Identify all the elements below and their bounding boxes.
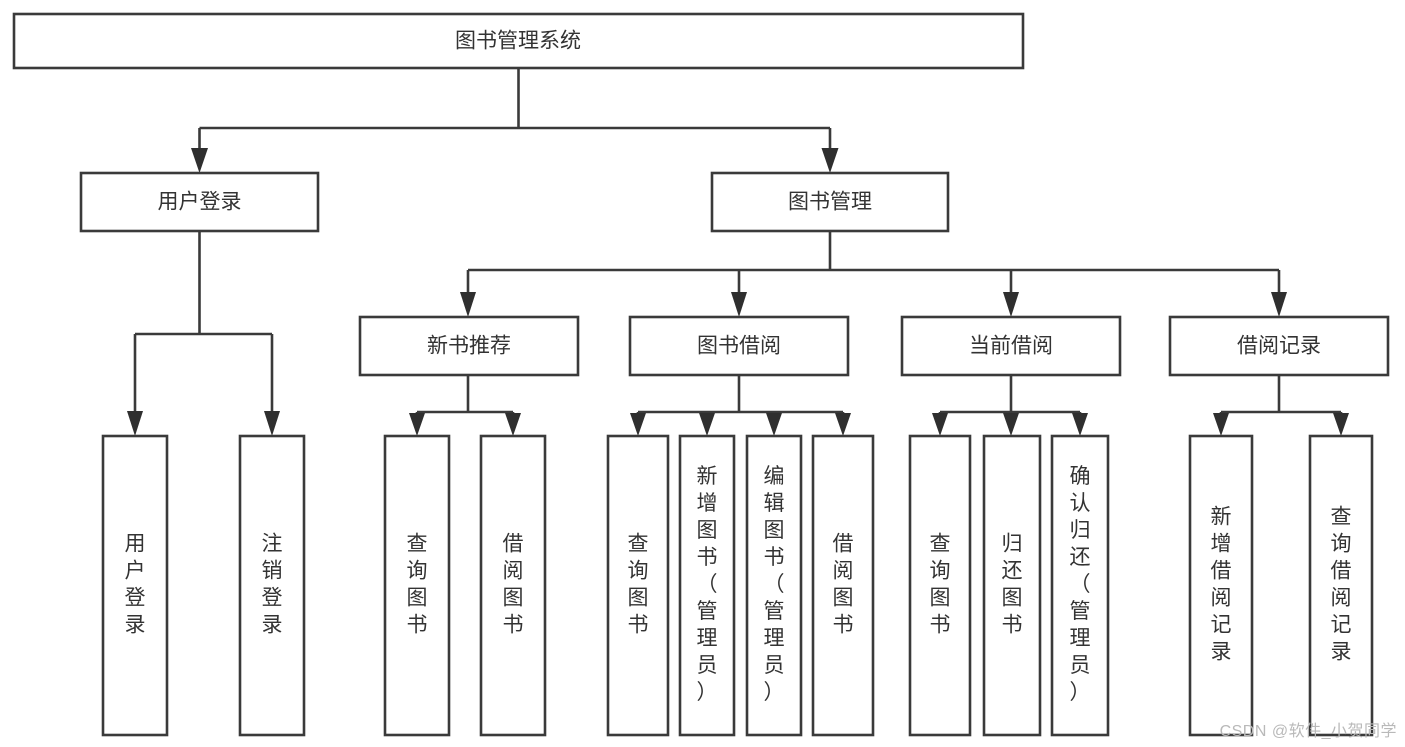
arrowhead-user-login [191, 148, 208, 173]
node-leaf-query-book-borrow[interactable]: 查询图书 [606, 434, 670, 737]
node-borrow-record-box[interactable] [1168, 315, 1390, 377]
node-leaf-query-book-newbook-label: 查询图书 [407, 532, 428, 636]
node-leaf-borrow-book-newbook[interactable]: 借阅图书 [479, 434, 547, 737]
arrowhead-leaf-edit-book [766, 413, 782, 436]
node-leaf-query-book-current-box[interactable] [908, 434, 972, 737]
node-leaf-confirm-return-admin-box[interactable] [1050, 434, 1110, 737]
node-current-borrow-box[interactable] [900, 315, 1122, 377]
arrowhead-leaf-query-book-1 [409, 413, 425, 436]
arrowhead-leaf-borrow-book-1 [505, 413, 521, 436]
node-leaf-logout-label: 注销登录 [262, 532, 283, 636]
node-leaf-user-login-label: 用户登录 [125, 532, 146, 636]
node-leaf-user-login-box[interactable] [101, 434, 169, 737]
node-leaf-query-borrow-record-box[interactable] [1308, 434, 1374, 737]
node-leaf-query-book-current-label: 查询图书 [930, 532, 951, 636]
arrowhead-leaf-confirm-return [1072, 413, 1088, 436]
arrowhead-new-book-rec [460, 292, 476, 317]
node-leaf-borrow-book-borrow-label: 借阅图书 [833, 532, 854, 636]
node-book-borrow-label: 图书借阅 [697, 335, 781, 358]
node-leaf-query-book-newbook[interactable]: 查询图书 [383, 434, 451, 737]
arrowhead-book-mgmt [821, 148, 839, 173]
node-leaf-edit-book-admin-box[interactable] [745, 434, 803, 737]
node-root-box[interactable] [12, 12, 1025, 70]
node-new-book-recommend[interactable]: 新书推荐 [358, 315, 580, 377]
node-leaf-query-book-current[interactable]: 查询图书 [908, 434, 972, 737]
node-leaf-query-book-borrow-label: 查询图书 [628, 532, 649, 636]
node-leaf-edit-book-admin-label: 编辑图书（管理员） [764, 465, 785, 704]
arrowhead-leaf-query-book-2 [630, 413, 646, 436]
node-leaf-edit-book-admin[interactable]: 编辑图书（管理员） [745, 434, 803, 737]
node-leaf-query-book-newbook-box[interactable] [383, 434, 451, 737]
node-book-management-label: 图书管理 [788, 191, 872, 214]
node-leaf-add-borrow-record-box[interactable] [1188, 434, 1254, 737]
node-leaf-user-login[interactable]: 用户登录 [101, 434, 169, 737]
arrowhead-leaf-add-book [699, 413, 715, 436]
node-leaf-add-book-admin[interactable]: 新增图书（管理员） [678, 434, 736, 737]
arrowhead-leaf-user-login [127, 411, 143, 436]
node-leaf-add-borrow-record-label: 新增借阅记录 [1211, 505, 1232, 663]
node-current-borrow[interactable]: 当前借阅 [900, 315, 1122, 377]
node-leaf-borrow-book-newbook-box[interactable] [479, 434, 547, 737]
node-leaf-return-book-box[interactable] [982, 434, 1042, 737]
node-book-borrow[interactable]: 图书借阅 [628, 315, 850, 377]
node-leaf-query-book-borrow-box[interactable] [606, 434, 670, 737]
node-leaf-query-borrow-record[interactable]: 查询借阅记录 [1308, 434, 1374, 737]
arrowhead-leaf-return-book [1003, 413, 1019, 436]
node-leaf-borrow-book-borrow[interactable]: 借阅图书 [811, 434, 875, 737]
node-current-borrow-label: 当前借阅 [969, 335, 1053, 358]
node-borrow-record[interactable]: 借阅记录 [1168, 315, 1390, 377]
arrowhead-leaf-query-record [1333, 413, 1349, 436]
node-leaf-add-borrow-record[interactable]: 新增借阅记录 [1188, 434, 1254, 737]
arrowhead-leaf-logout [264, 411, 280, 436]
node-leaf-add-book-admin-box[interactable] [678, 434, 736, 737]
node-book-borrow-box[interactable] [628, 315, 850, 377]
node-leaf-query-borrow-record-label: 查询借阅记录 [1331, 505, 1352, 663]
node-leaf-return-book-label: 归还图书 [1002, 532, 1023, 636]
node-user-login-label: 用户登录 [158, 191, 242, 214]
node-leaf-borrow-book-newbook-label: 借阅图书 [503, 532, 524, 636]
arrowhead-book-borrow [731, 292, 747, 317]
arrowhead-leaf-query-book-3 [932, 413, 948, 436]
node-leaf-confirm-return-admin-label: 确认归还（管理员） [1070, 465, 1091, 704]
node-new-book-recommend-label: 新书推荐 [427, 335, 511, 358]
arrowhead-leaf-add-record [1213, 413, 1229, 436]
node-leaf-logout-box[interactable] [238, 434, 306, 737]
node-user-login-box[interactable] [79, 171, 320, 233]
node-root[interactable]: 图书管理系统 [12, 12, 1025, 70]
node-book-management[interactable]: 图书管理 [710, 171, 950, 233]
arrowhead-leaf-borrow-book-2 [835, 413, 851, 436]
node-leaf-add-book-admin-label: 新增图书（管理员） [697, 465, 718, 704]
node-leaf-borrow-book-borrow-box[interactable] [811, 434, 875, 737]
node-book-management-box[interactable] [710, 171, 950, 233]
node-leaf-confirm-return-admin[interactable]: 确认归还（管理员） [1050, 434, 1110, 737]
node-user-login[interactable]: 用户登录 [79, 171, 320, 233]
connector-layer [127, 68, 1349, 436]
arrowhead-borrow-record [1271, 292, 1287, 317]
node-leaf-logout[interactable]: 注销登录 [238, 434, 306, 737]
node-leaf-return-book[interactable]: 归还图书 [982, 434, 1042, 737]
node-root-label: 图书管理系统 [455, 30, 581, 53]
node-borrow-record-label: 借阅记录 [1237, 335, 1321, 358]
node-new-book-recommend-box[interactable] [358, 315, 580, 377]
arrowhead-current-borrow [1003, 292, 1019, 317]
